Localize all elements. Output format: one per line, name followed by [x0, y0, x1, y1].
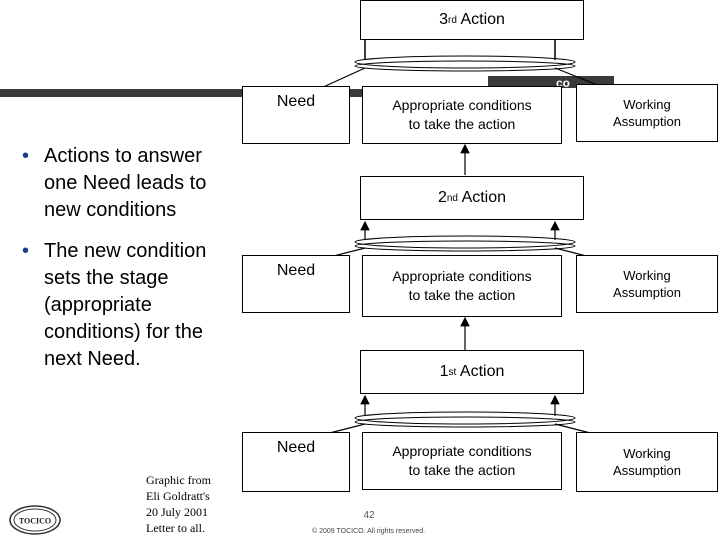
working-line2: Assumption	[613, 285, 681, 300]
caption-line: Letter to all.	[146, 521, 205, 535]
first-action-label: Action	[456, 363, 505, 380]
caption-line: Eli Goldratt's	[146, 489, 210, 503]
bullet-dot: •	[22, 240, 30, 262]
working-line1: Working	[623, 97, 671, 112]
second-action-label: Action	[458, 189, 507, 206]
condition-line2: to take the action	[408, 287, 516, 303]
condition-line1: Appropriate conditions	[392, 268, 532, 284]
working-line1: Working	[623, 446, 671, 461]
working-line1: Working	[623, 268, 671, 283]
second-action-ordinal: 2	[437, 189, 447, 206]
caption-line: Graphic from	[146, 473, 211, 487]
condition-line1: Appropriate conditions	[392, 443, 532, 459]
graphic-caption: Graphic from Eli Goldratt's 20 July 2001…	[146, 472, 211, 536]
need-label: Need	[276, 93, 316, 110]
page-number: 42	[363, 510, 375, 521]
first-action-suffix: st	[448, 366, 457, 378]
need-label: Need	[276, 262, 316, 279]
and-ellipse	[354, 235, 576, 249]
working-assumption-box-bottom: Working Assumption	[576, 432, 718, 492]
bullet-dot: •	[22, 145, 30, 167]
condition-line1: Appropriate conditions	[392, 97, 532, 113]
caption-line: 20 July 2001	[146, 505, 209, 519]
and-ellipse	[354, 416, 576, 428]
bullet-text: Actions to answer one Need leads to new …	[44, 145, 207, 221]
third-action-suffix: rd	[447, 14, 457, 26]
bullet-item: • Actions to answer one Need leads to ne…	[20, 143, 235, 224]
tocico-logo-icon: TOCICO	[9, 505, 61, 535]
first-action-ordinal: 1	[439, 363, 449, 380]
and-ellipse	[354, 60, 576, 72]
copyright: © 2009 TOCICO. All rights reserved.	[312, 528, 426, 535]
condition-box-middle: Appropriate conditions to take the actio…	[362, 255, 562, 317]
and-ellipse	[354, 240, 576, 252]
condition-box-top: Appropriate conditions to take the actio…	[362, 86, 562, 144]
need-label: Need	[276, 439, 316, 456]
second-action-suffix: nd	[446, 192, 458, 204]
need-box-middle: Need	[242, 255, 350, 313]
logo-text: TOCICO	[19, 517, 51, 526]
condition-line2: to take the action	[408, 116, 516, 132]
need-box-bottom: Need	[242, 432, 350, 492]
working-line2: Assumption	[613, 114, 681, 129]
condition-line2: to take the action	[408, 462, 516, 478]
working-line2: Assumption	[613, 463, 681, 478]
third-action-label: Action	[456, 11, 505, 28]
and-ellipse	[354, 411, 576, 425]
and-ellipse	[354, 55, 576, 69]
condition-box-bottom: Appropriate conditions to take the actio…	[362, 432, 562, 490]
working-assumption-box-top: Working Assumption	[576, 84, 718, 142]
bullet-list: • Actions to answer one Need leads to ne…	[20, 143, 235, 387]
bullet-item: • The new condition sets the stage (appr…	[20, 238, 235, 373]
bullet-text: The new condition sets the stage (approp…	[44, 240, 207, 370]
need-box-top: Need	[242, 86, 350, 144]
third-action-ordinal: 3	[439, 11, 448, 28]
working-assumption-box-middle: Working Assumption	[576, 255, 718, 313]
